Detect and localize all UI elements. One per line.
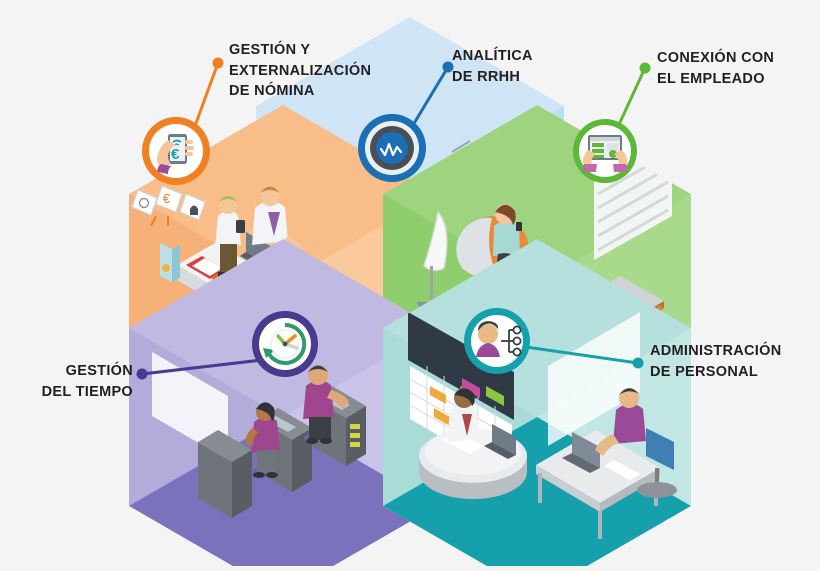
connector-dot-nomina — [212, 57, 224, 69]
hand-phone-euro-icon: € — [157, 134, 194, 174]
icon-badge-conexion[interactable] — [573, 119, 637, 183]
flying-euro-papers: € — [131, 185, 206, 227]
icon-badge-nomina[interactable]: € — [142, 117, 210, 185]
hex-personal[interactable] — [383, 239, 691, 571]
person-woman-clocking — [245, 402, 280, 478]
connector-dot-personal — [632, 357, 644, 369]
person-at-workstation — [595, 388, 677, 498]
connector-dot-conexion — [639, 62, 651, 74]
label-conexion: CONEXIÓN CON EL EMPLEADO — [657, 50, 775, 87]
person-receptionist — [447, 388, 480, 442]
wall-window-right — [548, 312, 640, 446]
label-tiempo: GESTIÓN DEL TIEMPO — [41, 363, 133, 400]
label-personal: ADMINISTRACIÓN DE PERSONAL — [650, 343, 782, 380]
hands-tablet-dashboard-icon — [582, 135, 628, 172]
connector-dot-analitica — [442, 61, 454, 73]
connector-dot-tiempo — [136, 368, 148, 380]
icon-badge-analitica[interactable] — [358, 114, 426, 182]
svg-text:€: € — [163, 191, 171, 206]
person-man-clocking — [303, 365, 349, 444]
hex-tiempo[interactable] — [129, 239, 437, 571]
svg-text:€: € — [171, 146, 180, 163]
icon-badge-tiempo[interactable] — [252, 311, 318, 377]
connector-personal — [510, 343, 640, 365]
wall-window — [152, 352, 228, 460]
floor-printer — [160, 243, 180, 282]
clock-refresh-icon — [263, 322, 307, 365]
person-org-chart-icon — [476, 321, 522, 357]
pulse-wave-analytics-icon — [379, 142, 403, 157]
label-nomina: GESTIÓN Y EXTERNALIZACIÓN DE NÓMINA — [229, 42, 372, 100]
icon-badge-personal[interactable] — [464, 308, 530, 374]
workstation-desk — [536, 430, 660, 539]
connector-tiempo — [140, 358, 264, 376]
label-analitica: ANALÍTICA DE RRHH — [452, 48, 533, 85]
